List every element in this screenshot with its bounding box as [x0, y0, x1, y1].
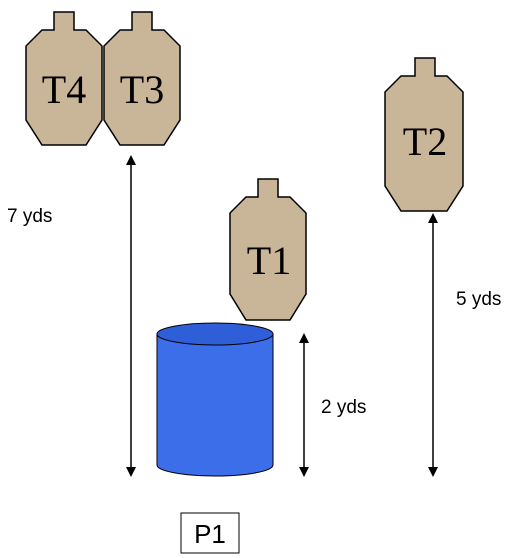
barrel-top: [156, 322, 274, 346]
target-t2-label: T2: [403, 119, 447, 164]
target-t3-silhouette: [103, 11, 181, 146]
target-t3: T3: [103, 11, 181, 146]
target-t3-label: T3: [120, 67, 164, 112]
distance-label-7-yds: 7 yds: [7, 206, 52, 227]
barrel-body: [156, 333, 274, 477]
target-t1-silhouette: [229, 178, 307, 321]
position-box-p1: P1: [180, 512, 240, 554]
target-t2-silhouette: [384, 57, 464, 212]
target-t4-silhouette: [25, 11, 103, 146]
target-t2: T2: [384, 57, 464, 212]
distance-label-5-yds: 5 yds: [456, 289, 501, 310]
position-box-frame: [180, 512, 240, 554]
position-label-p1: P1: [194, 519, 226, 549]
target-t4-label: T4: [42, 67, 86, 112]
target-t1-label: T1: [247, 238, 291, 283]
target-t1: T1: [229, 178, 307, 321]
distance-label-2-yds: 2 yds: [321, 397, 366, 418]
barrel: [156, 322, 274, 477]
target-t4: T4: [25, 11, 103, 146]
